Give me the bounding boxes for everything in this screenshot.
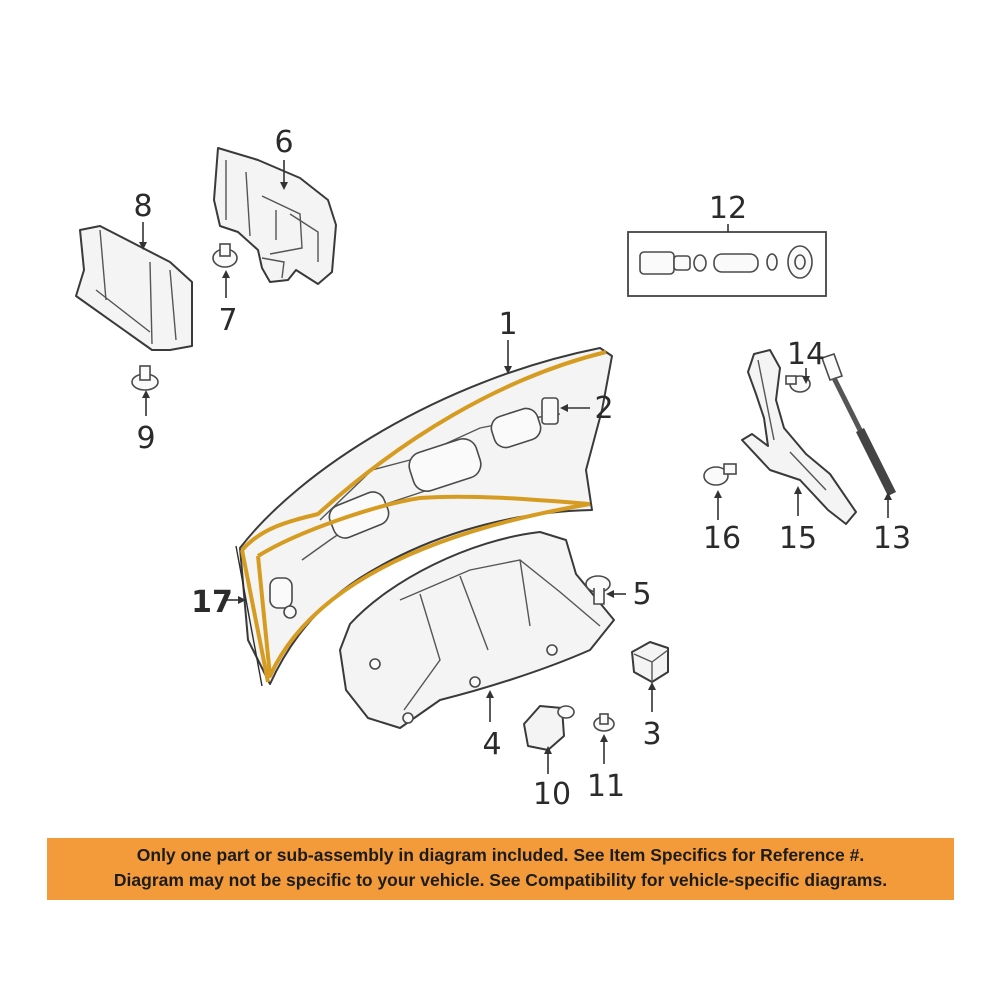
part-9-bolt [131, 365, 159, 391]
callout-17: 17 [191, 585, 233, 620]
callout-3: 3 [642, 717, 661, 752]
callout-13: 13 [873, 521, 911, 556]
callout-8: 8 [133, 189, 152, 224]
callout-4: 4 [482, 727, 501, 762]
callout-10: 10 [533, 777, 571, 812]
callout-5: 5 [632, 577, 651, 612]
callout-1: 1 [498, 307, 517, 342]
part-8-panel [75, 225, 193, 351]
callout-7: 7 [218, 303, 237, 338]
part-3-bumper [631, 641, 669, 683]
callout-15: 15 [779, 521, 817, 556]
part-11-bolt [593, 713, 615, 732]
callout-12: 12 [709, 191, 747, 226]
part-6-panel [213, 147, 337, 285]
callout-16: 16 [703, 521, 741, 556]
part-10-striker [523, 705, 575, 751]
part-4-trim-panel [339, 531, 615, 729]
callout-2: 2 [594, 391, 613, 426]
callout-9: 9 [136, 421, 155, 456]
part-13-strut [820, 352, 897, 497]
part-5-clip [585, 575, 611, 605]
disclaimer-line-1: Only one part or sub-assembly in diagram… [136, 845, 865, 865]
part-1-trunk-lid [239, 347, 613, 685]
callout-14: 14 [787, 337, 825, 372]
part-16-bolt [703, 463, 737, 486]
callout-6: 6 [274, 125, 293, 160]
part-7-bolt [212, 243, 238, 268]
disclaimer-line-2: Diagram may not be specific to your vehi… [113, 870, 888, 890]
disclaimer-banner: Only one part or sub-assembly in diagram… [47, 838, 954, 900]
part-15-hinge [741, 349, 857, 525]
callout-labels: 1 2 3 4 5 6 7 8 9 10 11 12 13 14 15 16 1… [133, 125, 911, 812]
part-17-weatherstrip [235, 350, 607, 687]
leader-lines [139, 160, 892, 774]
callout-11: 11 [587, 769, 625, 804]
part-12-lock-kit [627, 231, 827, 297]
